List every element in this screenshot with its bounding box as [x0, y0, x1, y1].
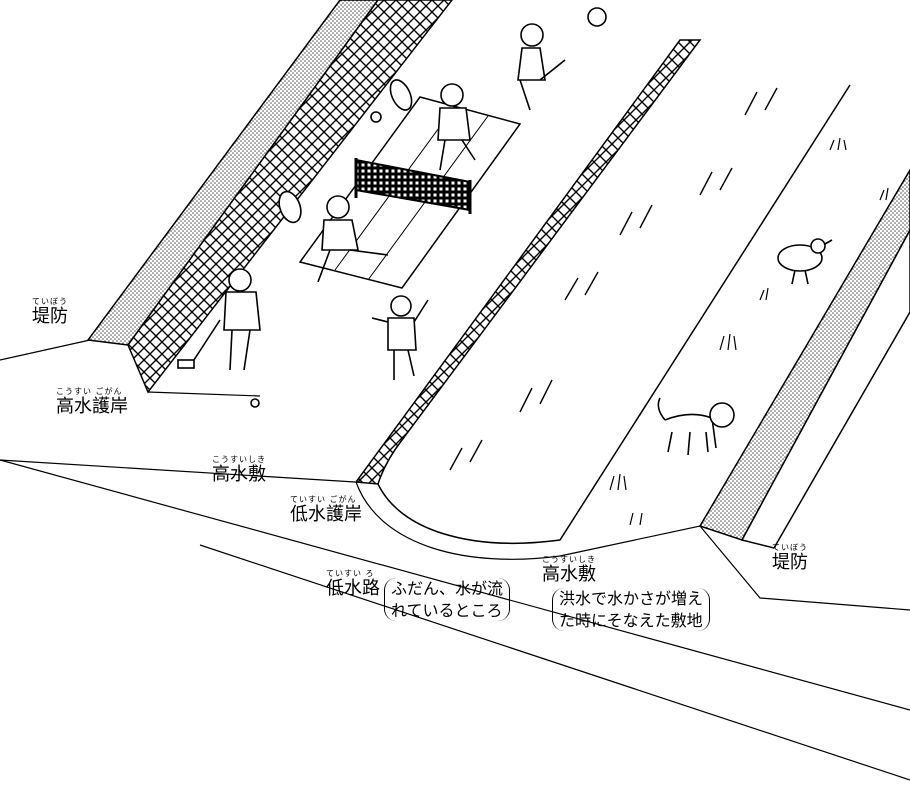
label-high-water-bed-right-ruby: こうすいしき [542, 555, 596, 564]
label-high-water-bed-left-ruby: こうすいしき [212, 455, 266, 464]
water-ripples [449, 87, 778, 471]
label-low-water-channel-ruby: ていすい ろ [326, 569, 375, 578]
figure-tennis-player-top [370, 79, 476, 171]
figure-croquet-player [177, 268, 261, 408]
left-levee-slope [86, 0, 379, 346]
note-low-water-channel: ふだん、水が流 れているところ [384, 578, 511, 622]
label-high-water-bed-left: こうすいしき 高水敷 [212, 456, 266, 484]
label-levee-right-text: 堤防 [772, 552, 808, 573]
label-low-water-channel: ていすい ろ 低水路 [326, 570, 380, 598]
figure-tennis-player-bottom [278, 190, 389, 283]
ground-perspective-lines [0, 459, 910, 781]
figure-bird [777, 238, 833, 285]
label-high-water-revetment: こうすい ごがん 高水護岸 [56, 388, 128, 416]
label-high-water-bed-right: こうすいしき 高水敷 [542, 556, 596, 584]
label-low-water-revetment: ていすい ごがん 低水護岸 [290, 496, 362, 524]
grass-tufts [609, 137, 889, 526]
label-high-water-bed-right-text: 高水敷 [542, 564, 596, 585]
right-high-water-revetment [698, 168, 910, 541]
label-levee-left: ていぼう 堤防 [32, 298, 68, 326]
figure-soccer-child [517, 7, 607, 111]
low-water-channel-edge [377, 84, 851, 544]
figure-waving-child [371, 295, 429, 380]
note-high-water-bed-line1: 洪水で水かさが増え [559, 589, 704, 608]
label-levee-left-text: 堤防 [32, 306, 68, 327]
low-water-revetment [354, 39, 702, 485]
label-high-water-bed-left-text: 高水敷 [212, 464, 266, 485]
label-low-water-channel-text: 低水路 [326, 578, 380, 599]
label-levee-left-ruby: ていぼう [32, 297, 68, 306]
label-levee-right: ていぼう 堤防 [772, 544, 808, 572]
note-high-water-bed: 洪水で水かさが増え た時にそなえた敷地 [552, 588, 711, 632]
note-high-water-bed-line2: た時にそなえた敷地 [559, 610, 703, 630]
label-high-water-revetment-ruby: こうすい ごがん [56, 387, 123, 396]
tennis-net [355, 158, 471, 212]
figure-dog [657, 397, 735, 456]
label-high-water-revetment-text: 高水護岸 [56, 396, 128, 417]
label-low-water-revetment-text: 低水護岸 [290, 504, 362, 525]
label-low-water-revetment-ruby: ていすい ごがん [290, 495, 357, 504]
note-low-water-channel-line1: ふだん、水が流 [391, 579, 504, 598]
label-levee-right-ruby: ていぼう [772, 543, 808, 552]
right-levee-slope [740, 229, 910, 549]
left-ground-line [0, 339, 356, 483]
note-low-water-channel-line2: れているところ [391, 600, 503, 620]
